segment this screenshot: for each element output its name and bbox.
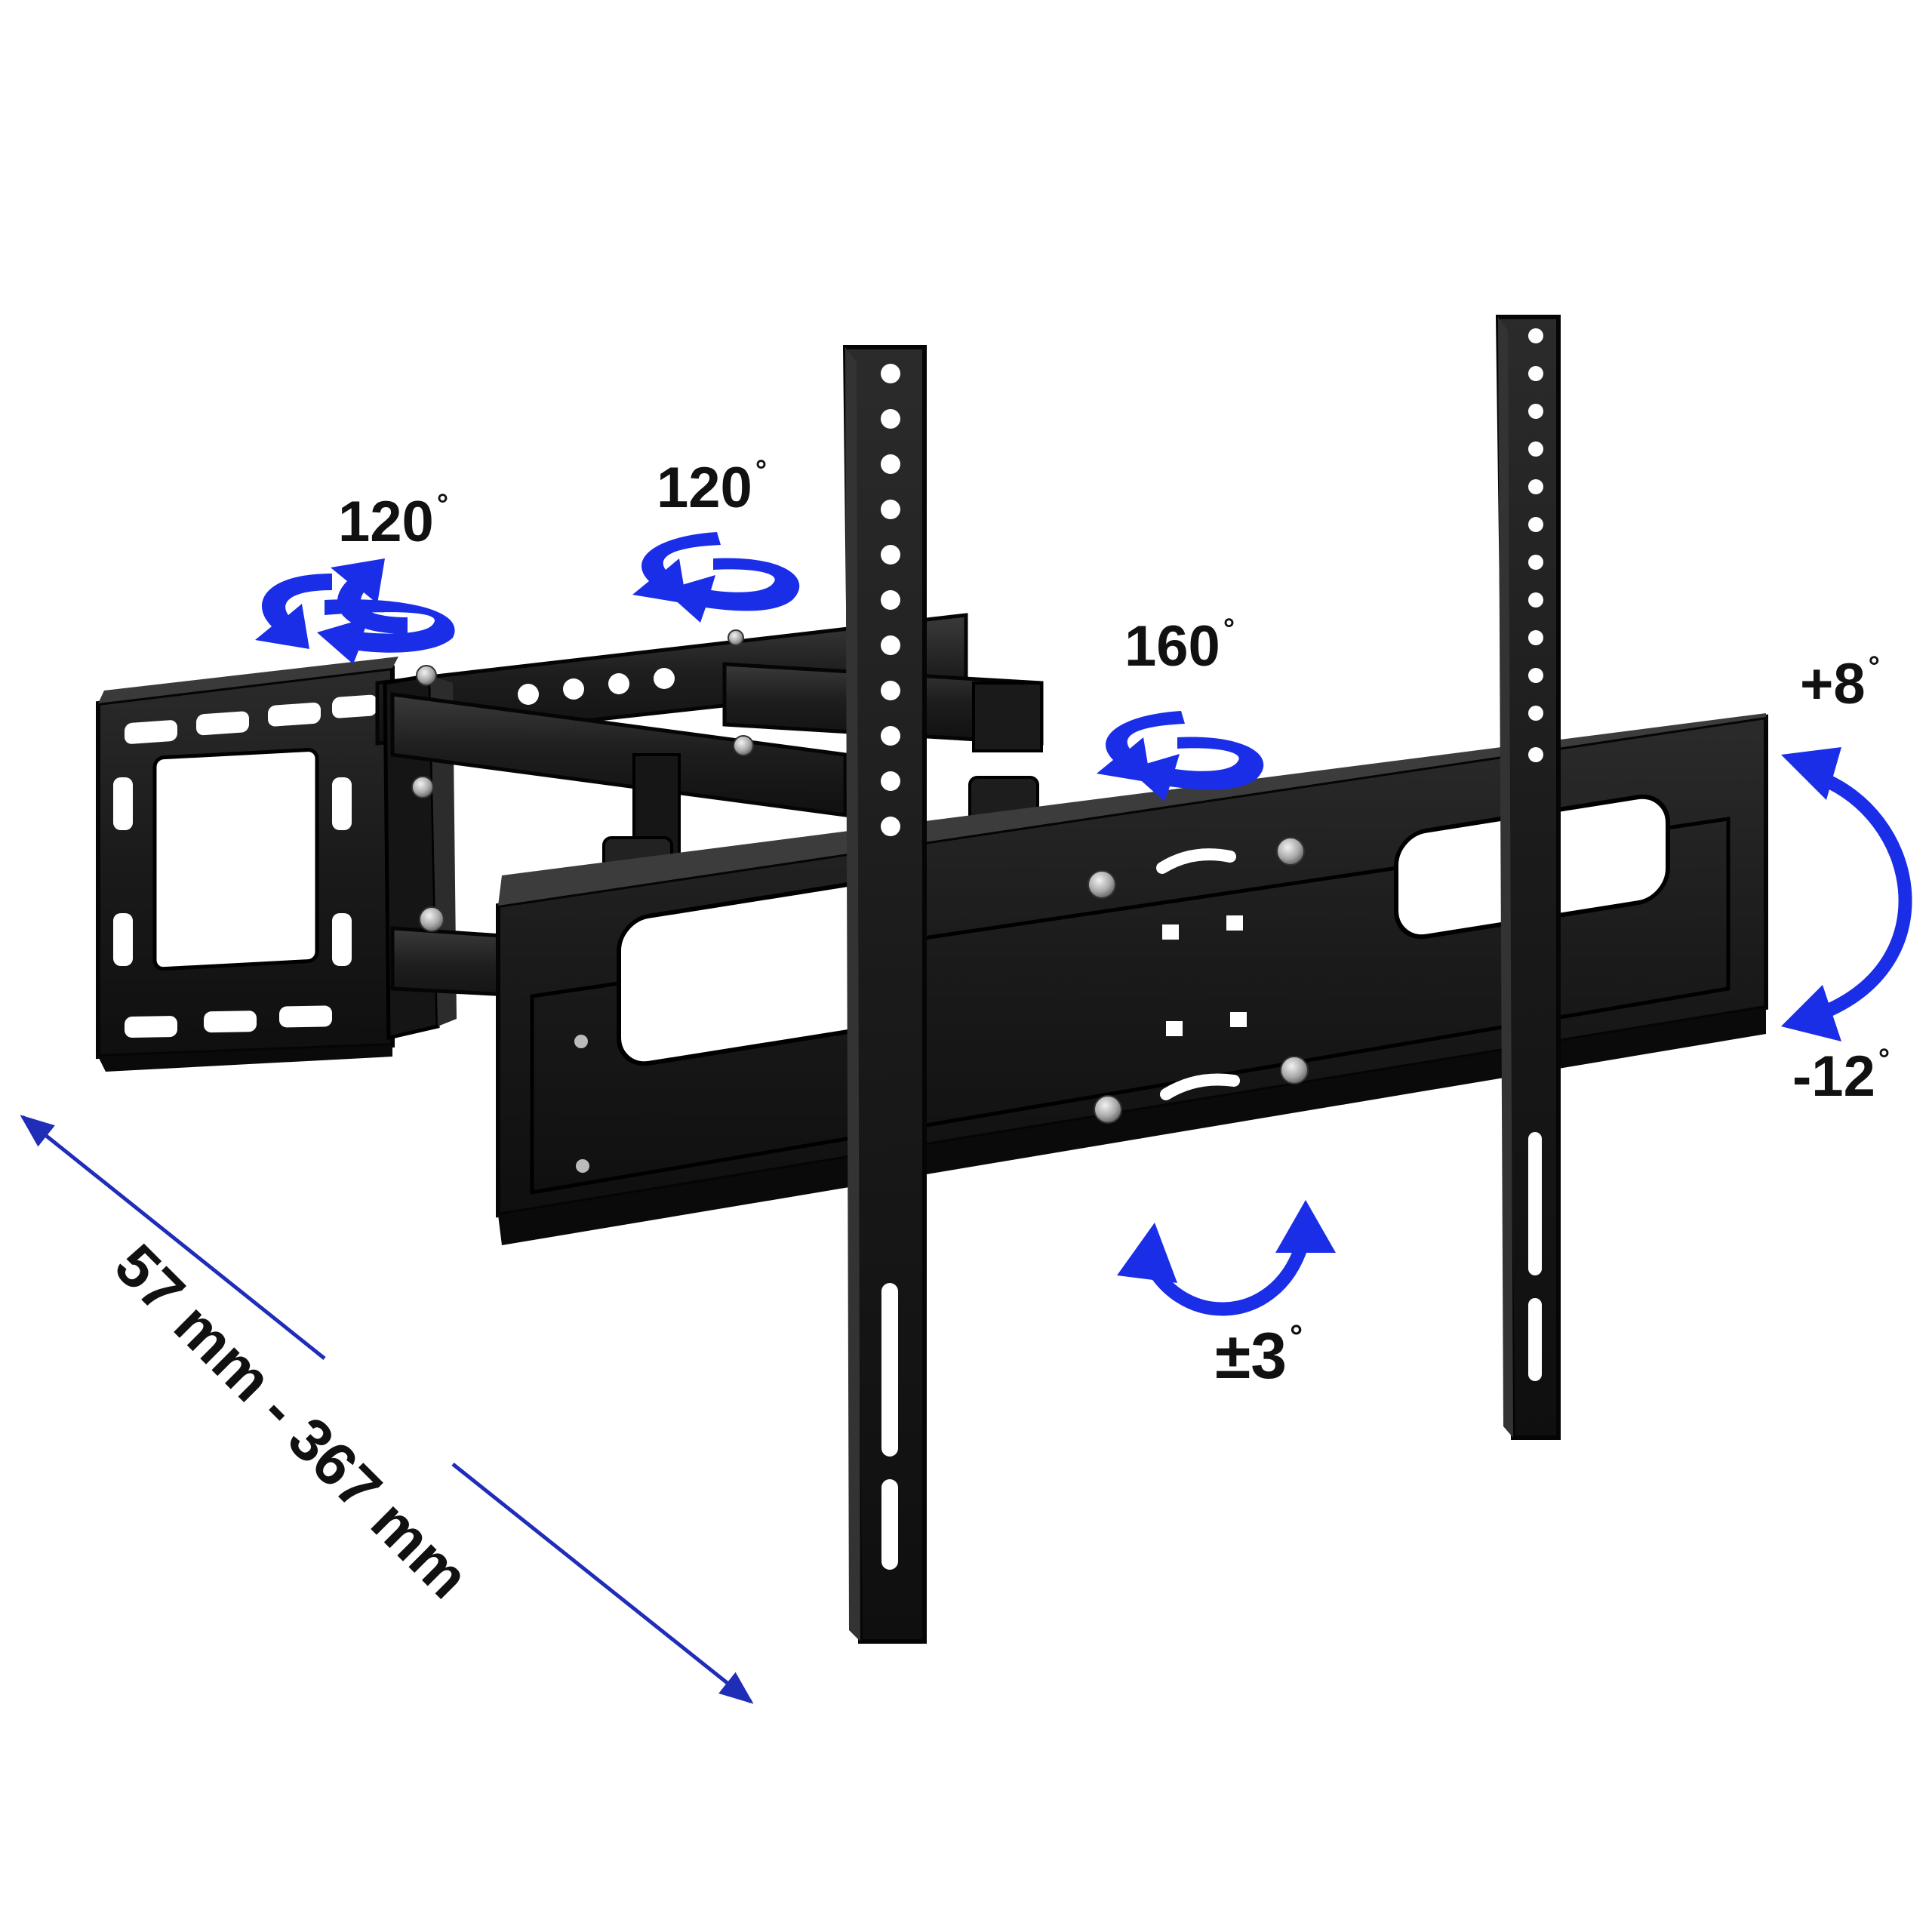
rotate-arrow-heads-icon [1117, 1200, 1336, 1283]
tilt-up-label: +8° [1800, 651, 1880, 717]
rotate-label: ±3° [1215, 1318, 1303, 1392]
swivel-plate-label: 160° [1124, 614, 1235, 679]
swivel-mid-label: 120° [657, 455, 768, 521]
swivel-plate-arrow-icon [1097, 711, 1264, 801]
swivel-mid-arrow-icon [632, 532, 800, 623]
wall-plate [96, 657, 398, 1072]
tv-bracket-right [1495, 315, 1561, 1440]
extension-dimension-arrow [20, 1115, 754, 1704]
arm-screws [411, 629, 754, 932]
swivel-wall-label: 120° [338, 489, 449, 555]
tilt-down-label: -12° [1792, 1044, 1890, 1109]
tilt-arrow-heads-icon [1781, 747, 1841, 1041]
tv-frame-horizontal [496, 713, 1768, 1245]
tilt-arrow-icon [1812, 771, 1912, 1018]
swivel-wall-arrow-icon [255, 558, 455, 664]
tv-bracket-left [842, 345, 927, 1644]
